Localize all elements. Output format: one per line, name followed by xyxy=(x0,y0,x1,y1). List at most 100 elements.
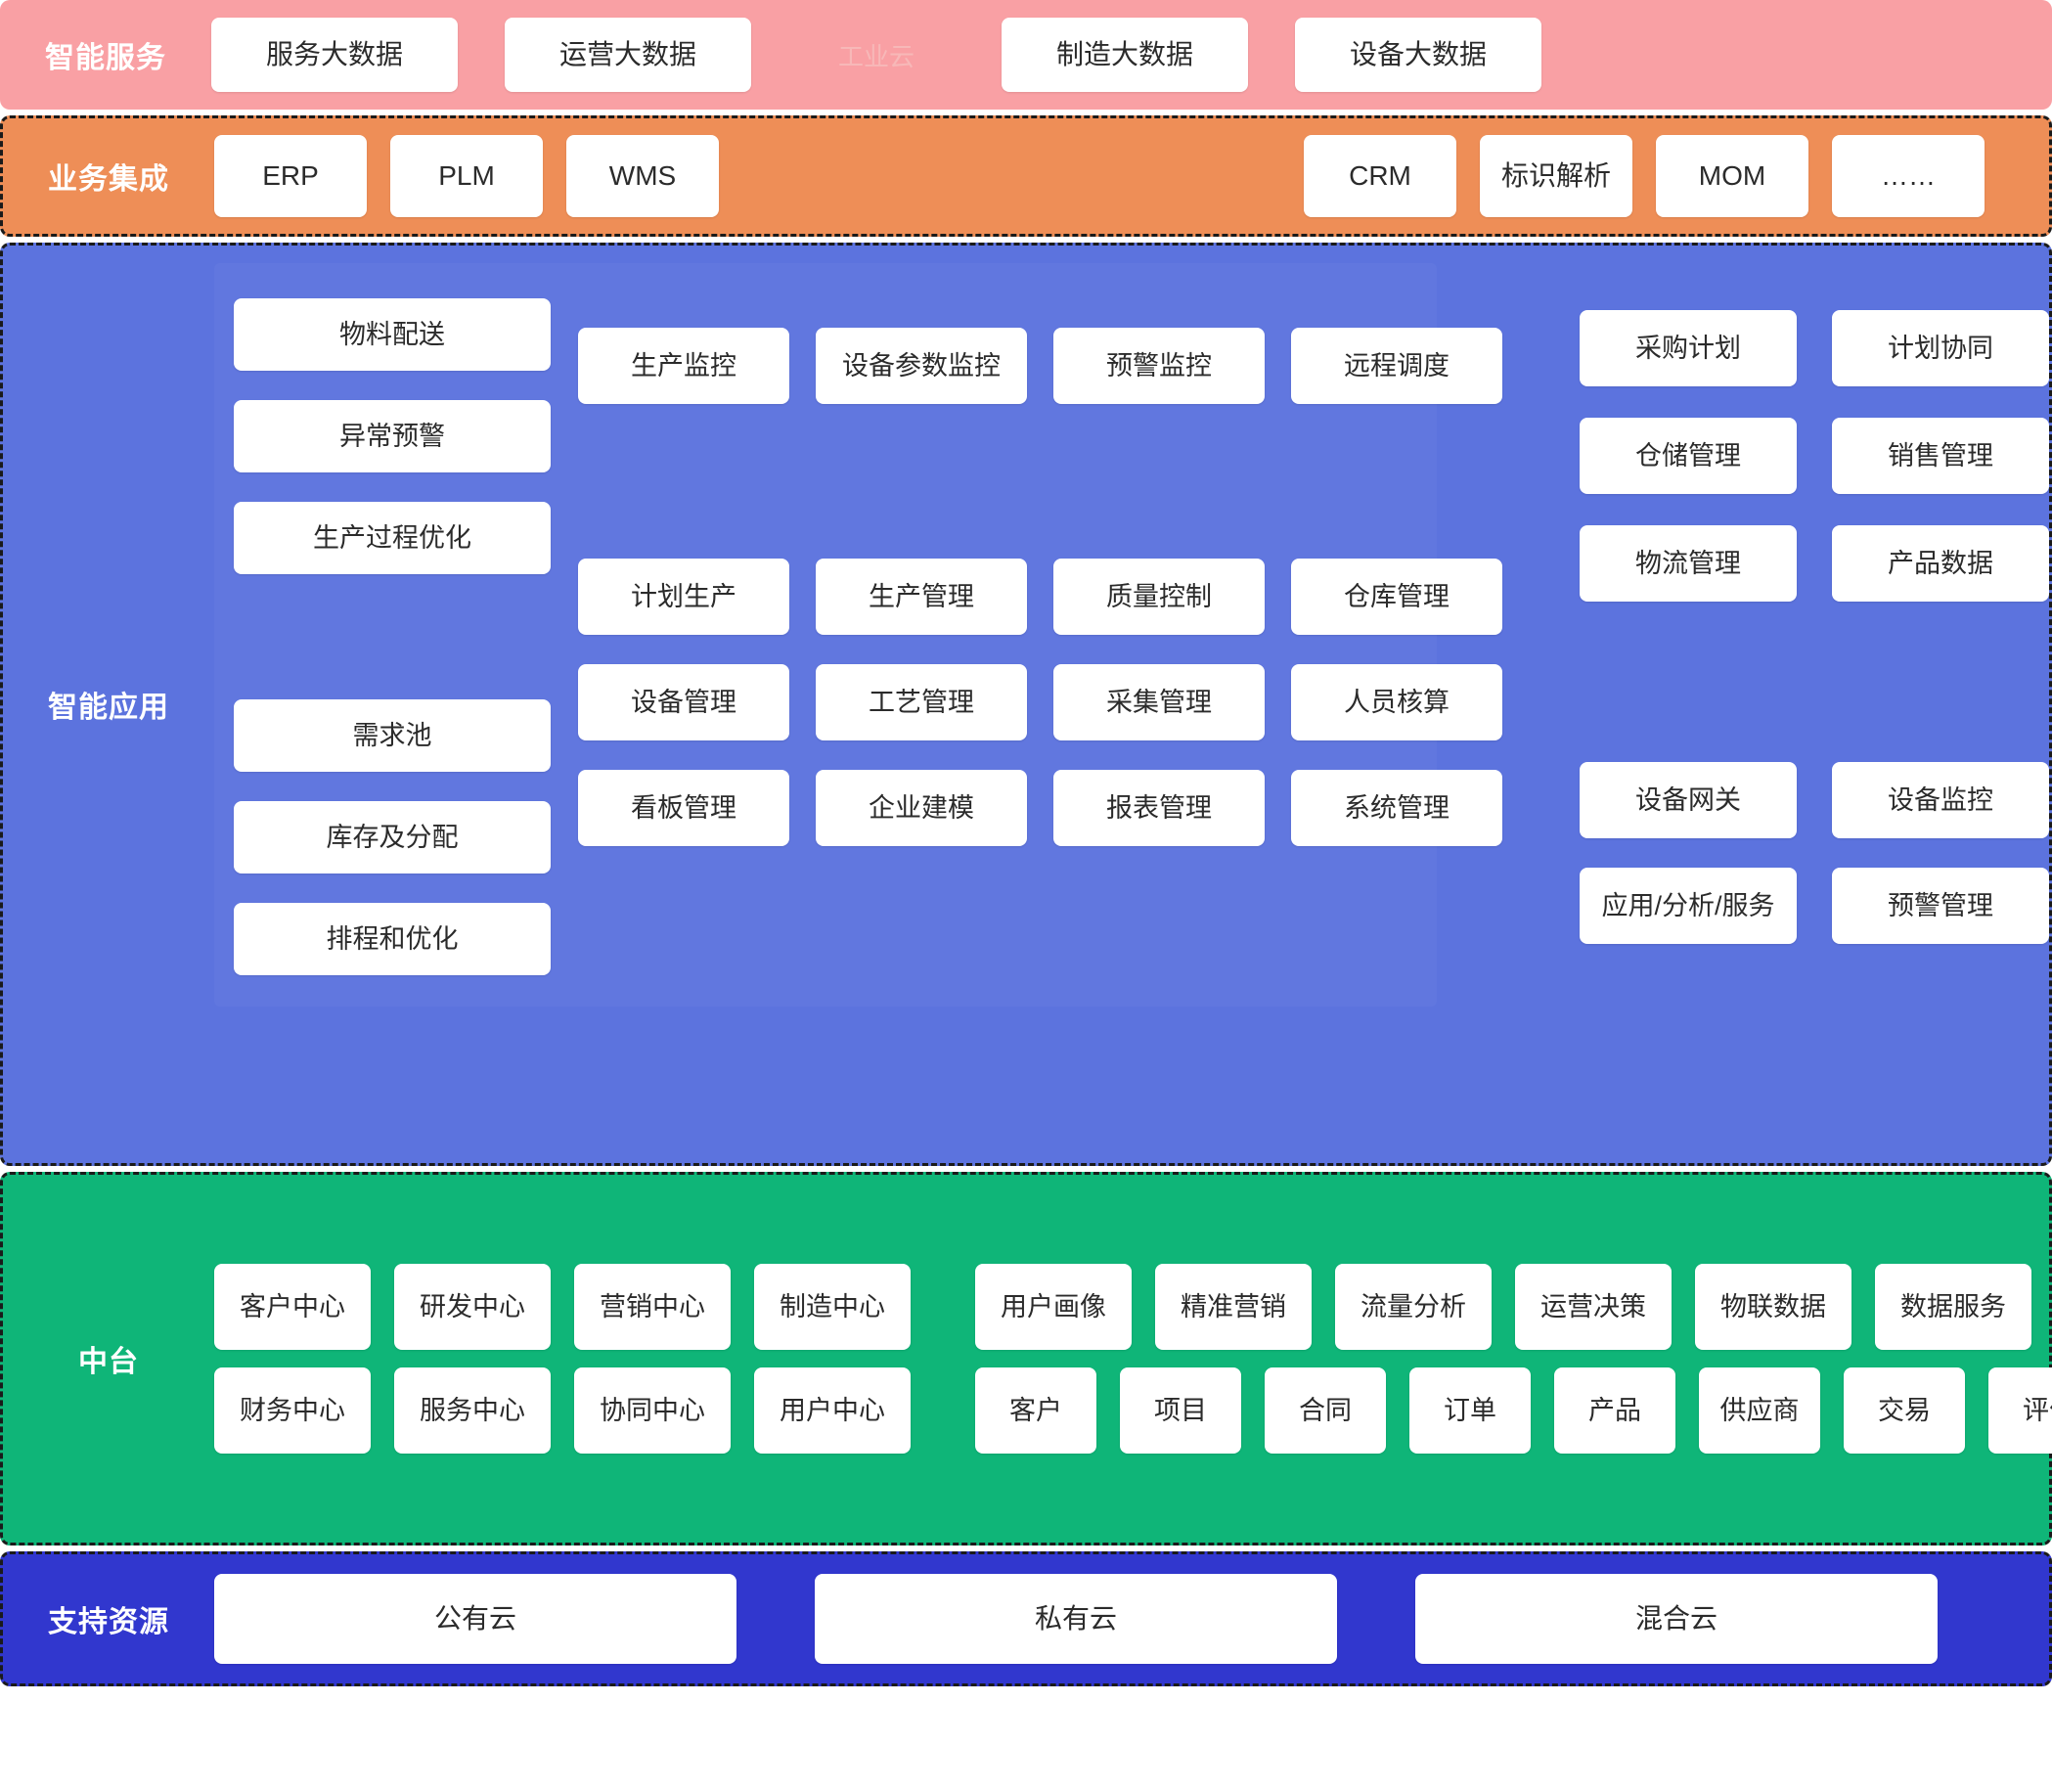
card-customer[interactable]: 客户 xyxy=(975,1367,1096,1454)
card-user-center[interactable]: 用户中心 xyxy=(754,1367,911,1454)
card-collection-management[interactable]: 采集管理 xyxy=(1053,664,1265,740)
middle-row-1: 客户中心 研发中心 营销中心 制造中心 用户画像 精准营销 流量分析 运营决策 … xyxy=(214,1264,2031,1350)
card-transaction[interactable]: 交易 xyxy=(1844,1367,1965,1454)
card-traffic-analysis[interactable]: 流量分析 xyxy=(1335,1264,1492,1350)
spacer xyxy=(234,772,551,801)
card-equipment-bigdata[interactable]: 设备大数据 xyxy=(1295,18,1541,92)
application-grid: 物料配送 异常预警 生产过程优化 需求池 库存及分配 排程和优化 生产监控 设备… xyxy=(214,246,2049,1163)
card-application-analysis-service[interactable]: 应用/分析/服务 xyxy=(1580,868,1797,944)
application-column-right: 采购计划 计划协同 仓储管理 销售管理 物流管理 产品数据 设备网关 设备监控 … xyxy=(1580,310,2049,944)
card-warehousing-management[interactable]: 仓储管理 xyxy=(1580,418,1797,494)
card-sales-management[interactable]: 销售管理 xyxy=(1832,418,2049,494)
card-inventory-allocation[interactable]: 库存及分配 xyxy=(234,801,551,874)
card-manufacturing-bigdata[interactable]: 制造大数据 xyxy=(1002,18,1248,92)
middle-row1-cluster-right: 用户画像 精准营销 流量分析 运营决策 物联数据 数据服务 xyxy=(975,1264,2031,1350)
card-operation-bigdata[interactable]: 运营大数据 xyxy=(505,18,751,92)
section-intelligent-service: 智能服务 服务大数据 运营大数据 工业云 制造大数据 设备大数据 xyxy=(0,0,2052,110)
spacer xyxy=(1580,838,2049,868)
card-personnel-accounting[interactable]: 人员核算 xyxy=(1291,664,1502,740)
card-crm[interactable]: CRM xyxy=(1304,135,1456,217)
card-private-cloud[interactable]: 私有云 xyxy=(815,1574,1337,1664)
card-remote-dispatch[interactable]: 远程调度 xyxy=(1291,328,1502,404)
card-customer-center[interactable]: 客户中心 xyxy=(214,1264,371,1350)
card-equipment-gateway[interactable]: 设备网关 xyxy=(1580,762,1797,838)
integration-group-right: CRM 标识解析 MOM …… xyxy=(1304,135,1985,217)
card-production-management[interactable]: 生产管理 xyxy=(816,559,1027,635)
application-column-left: 物料配送 异常预警 生产过程优化 需求池 库存及分配 排程和优化 xyxy=(234,298,551,975)
card-plan-collaboration[interactable]: 计划协同 xyxy=(1832,310,2049,386)
card-quality-control[interactable]: 质量控制 xyxy=(1053,559,1265,635)
card-production-process-optimization[interactable]: 生产过程优化 xyxy=(234,502,551,574)
card-order[interactable]: 订单 xyxy=(1409,1367,1531,1454)
label-industrial-cloud: 工业云 xyxy=(837,41,914,71)
card-erp[interactable]: ERP xyxy=(214,135,367,217)
card-hybrid-cloud[interactable]: 混合云 xyxy=(1415,1574,1938,1664)
card-contract[interactable]: 合同 xyxy=(1265,1367,1386,1454)
card-more[interactable]: …… xyxy=(1832,135,1985,217)
card-product-data[interactable]: 产品数据 xyxy=(1832,525,2049,602)
card-planned-production[interactable]: 计划生产 xyxy=(578,559,789,635)
section-body-business-integration: ERP PLM WMS CRM 标识解析 MOM …… xyxy=(214,118,2049,234)
card-marketing-center[interactable]: 营销中心 xyxy=(574,1264,731,1350)
card-material-delivery[interactable]: 物料配送 xyxy=(234,298,551,371)
section-body-intelligent-service: 服务大数据 运营大数据 工业云 制造大数据 设备大数据 xyxy=(211,0,2052,110)
card-rnd-center[interactable]: 研发中心 xyxy=(394,1264,551,1350)
card-demand-pool[interactable]: 需求池 xyxy=(234,699,551,772)
integration-group-left: ERP PLM WMS xyxy=(214,135,719,217)
spacer xyxy=(234,371,551,400)
card-user-profile[interactable]: 用户画像 xyxy=(975,1264,1132,1350)
section-business-integration: 业务集成 ERP PLM WMS CRM 标识解析 MOM …… xyxy=(0,115,2052,237)
card-enterprise-modeling[interactable]: 企业建模 xyxy=(816,770,1027,846)
card-product[interactable]: 产品 xyxy=(1554,1367,1675,1454)
card-abnormal-warning[interactable]: 异常预警 xyxy=(234,400,551,472)
application-column-middle: 生产监控 设备参数监控 预警监控 远程调度 计划生产 生产管理 质量控制 仓库管… xyxy=(578,328,1502,846)
card-warning-management[interactable]: 预警管理 xyxy=(1832,868,2049,944)
card-mom[interactable]: MOM xyxy=(1656,135,1808,217)
card-evaluation[interactable]: 评价 xyxy=(1988,1367,2052,1454)
card-supplier[interactable]: 供应商 xyxy=(1699,1367,1820,1454)
spacer xyxy=(234,574,551,699)
spacer xyxy=(1580,386,2049,418)
card-kanban-management[interactable]: 看板管理 xyxy=(578,770,789,846)
card-finance-center[interactable]: 财务中心 xyxy=(214,1367,371,1454)
section-middle-platform: 中台 客户中心 研发中心 营销中心 制造中心 用户画像 精准营销 流量分析 运营… xyxy=(0,1172,2052,1546)
card-equipment-monitoring[interactable]: 设备监控 xyxy=(1832,762,2049,838)
card-purchase-plan[interactable]: 采购计划 xyxy=(1580,310,1797,386)
section-body-support-resource: 公有云 私有云 混合云 xyxy=(214,1554,2049,1683)
card-scheduling-optimization[interactable]: 排程和优化 xyxy=(234,903,551,975)
spacer xyxy=(234,874,551,903)
card-identity-resolution[interactable]: 标识解析 xyxy=(1480,135,1632,217)
card-system-management[interactable]: 系统管理 xyxy=(1291,770,1502,846)
card-collaboration-center[interactable]: 协同中心 xyxy=(574,1367,731,1454)
section-label-intelligent-service: 智能服务 xyxy=(45,42,166,74)
middle-row2-cluster-left: 财务中心 服务中心 协同中心 用户中心 xyxy=(214,1367,911,1454)
spacer xyxy=(1580,602,2049,762)
section-label-business-integration: 业务集成 xyxy=(48,163,169,196)
spacer xyxy=(578,404,1502,559)
card-equipment-management[interactable]: 设备管理 xyxy=(578,664,789,740)
card-warning-monitoring[interactable]: 预警监控 xyxy=(1053,328,1265,404)
spacer xyxy=(234,472,551,502)
card-equipment-parameter-monitoring[interactable]: 设备参数监控 xyxy=(816,328,1027,404)
card-public-cloud[interactable]: 公有云 xyxy=(214,1574,736,1664)
card-precision-marketing[interactable]: 精准营销 xyxy=(1155,1264,1312,1350)
card-project[interactable]: 项目 xyxy=(1120,1367,1241,1454)
card-manufacturing-center[interactable]: 制造中心 xyxy=(754,1264,911,1350)
card-plm[interactable]: PLM xyxy=(390,135,543,217)
card-warehouse-management[interactable]: 仓库管理 xyxy=(1291,559,1502,635)
card-process-management[interactable]: 工艺管理 xyxy=(816,664,1027,740)
spacer xyxy=(1580,494,2049,525)
middle-row-2: 财务中心 服务中心 协同中心 用户中心 客户 项目 合同 订单 产品 供应商 交… xyxy=(214,1367,2052,1454)
card-production-monitoring[interactable]: 生产监控 xyxy=(578,328,789,404)
card-report-management[interactable]: 报表管理 xyxy=(1053,770,1265,846)
card-iot-data[interactable]: 物联数据 xyxy=(1695,1264,1851,1350)
card-wms[interactable]: WMS xyxy=(566,135,719,217)
card-data-service[interactable]: 数据服务 xyxy=(1875,1264,2031,1350)
section-support-resource: 支持资源 公有云 私有云 混合云 xyxy=(0,1551,2052,1686)
card-service-bigdata[interactable]: 服务大数据 xyxy=(211,18,458,92)
card-logistics-management[interactable]: 物流管理 xyxy=(1580,525,1797,602)
card-operation-decision[interactable]: 运营决策 xyxy=(1515,1264,1672,1350)
section-label-intelligent-application: 智能应用 xyxy=(48,692,169,724)
card-service-center[interactable]: 服务中心 xyxy=(394,1367,551,1454)
